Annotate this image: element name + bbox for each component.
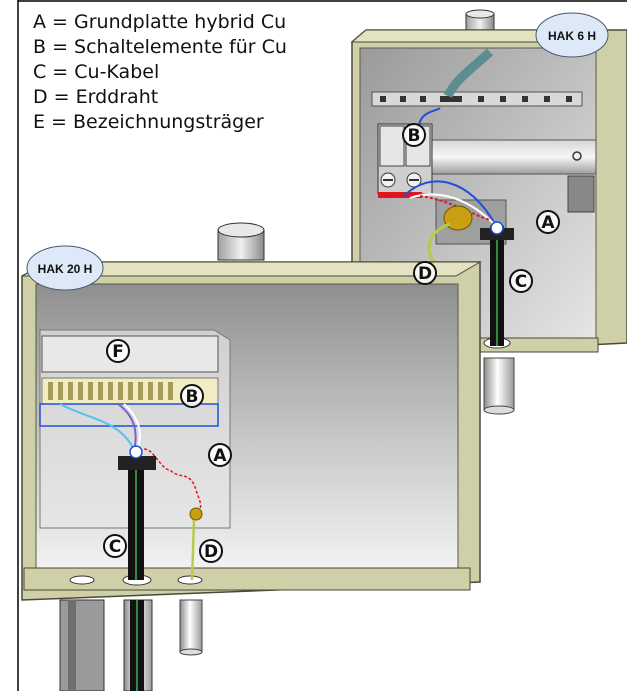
- hak-20-badge-label: HAK 20 H: [38, 262, 93, 276]
- callout-large-a: [208, 443, 232, 467]
- callout-large-a-label: A: [213, 446, 227, 466]
- callout-small-c-label: C: [515, 272, 527, 292]
- small-incoming-cable: [443, 48, 494, 99]
- callout-large-f-label: F: [112, 342, 124, 362]
- callouts: B A D C F B A C D: [103, 123, 560, 563]
- callout-large-f: [106, 339, 130, 363]
- small-bar-screw: [572, 151, 582, 161]
- hak-6-badge: [535, 12, 609, 58]
- small-top-pipe-rim: [465, 9, 495, 19]
- large-blue-frame: [39, 403, 219, 427]
- callout-small-d-label: D: [418, 264, 432, 284]
- callout-large-b: [180, 384, 204, 408]
- small-base-bar: [429, 139, 597, 175]
- callout-small-a: [536, 210, 560, 234]
- legend-item-a: A = Grundplatte hybrid Cu: [33, 11, 287, 33]
- callout-small-b-label: B: [408, 126, 421, 146]
- large-terminal-pins: [48, 382, 173, 400]
- small-wire-blue: [403, 180, 497, 227]
- callout-small-a-label: A: [541, 213, 555, 233]
- large-conduit-right: [179, 599, 203, 653]
- hak-20-badge: [26, 245, 104, 291]
- large-cable-clamp: [118, 456, 156, 470]
- callout-small-c: [509, 269, 533, 293]
- hak-6-badge-label: HAK 6 H: [548, 29, 596, 43]
- callout-large-c: [103, 534, 127, 558]
- large-hole-1: [69, 575, 95, 585]
- legend-item-e: E = Bezeichnungsträger: [33, 111, 264, 133]
- legend-item-d: D = Erddraht: [33, 86, 159, 108]
- callout-large-d-label: D: [204, 542, 218, 562]
- callout-large-b-label: B: [186, 387, 199, 407]
- large-wire-cyan: [59, 403, 135, 451]
- hak-20-box: HAK 20 H: [21, 222, 482, 691]
- large-earth-clamp: [189, 507, 203, 521]
- callout-large-d: [199, 539, 223, 563]
- small-terminal-rail: [371, 91, 583, 107]
- small-switch-left: [379, 125, 405, 167]
- small-earth-clamp: [443, 205, 473, 231]
- large-top-pipe-rim: [217, 222, 265, 238]
- callout-large-c-label: C: [109, 537, 121, 557]
- large-conduit-left: [59, 599, 105, 691]
- large-label-carrier: [41, 335, 219, 373]
- small-pipe-right: [483, 357, 515, 411]
- large-hole-3: [177, 575, 203, 585]
- callout-small-b: [402, 123, 426, 147]
- large-earth-wire: [190, 519, 196, 581]
- callout-small-d: [413, 261, 437, 285]
- legend: A = Grundplatte hybrid Cu B = Schaltelem…: [33, 10, 287, 135]
- small-bar-foot: [567, 175, 595, 213]
- small-red-marker: [378, 192, 422, 198]
- small-rail-teeth: [380, 96, 572, 102]
- legend-item-c: C = Cu-Kabel: [33, 61, 160, 83]
- small-wire-white: [409, 193, 495, 225]
- legend-item-b: B = Schaltelemente für Cu: [33, 36, 287, 58]
- large-wire-red: [139, 448, 202, 513]
